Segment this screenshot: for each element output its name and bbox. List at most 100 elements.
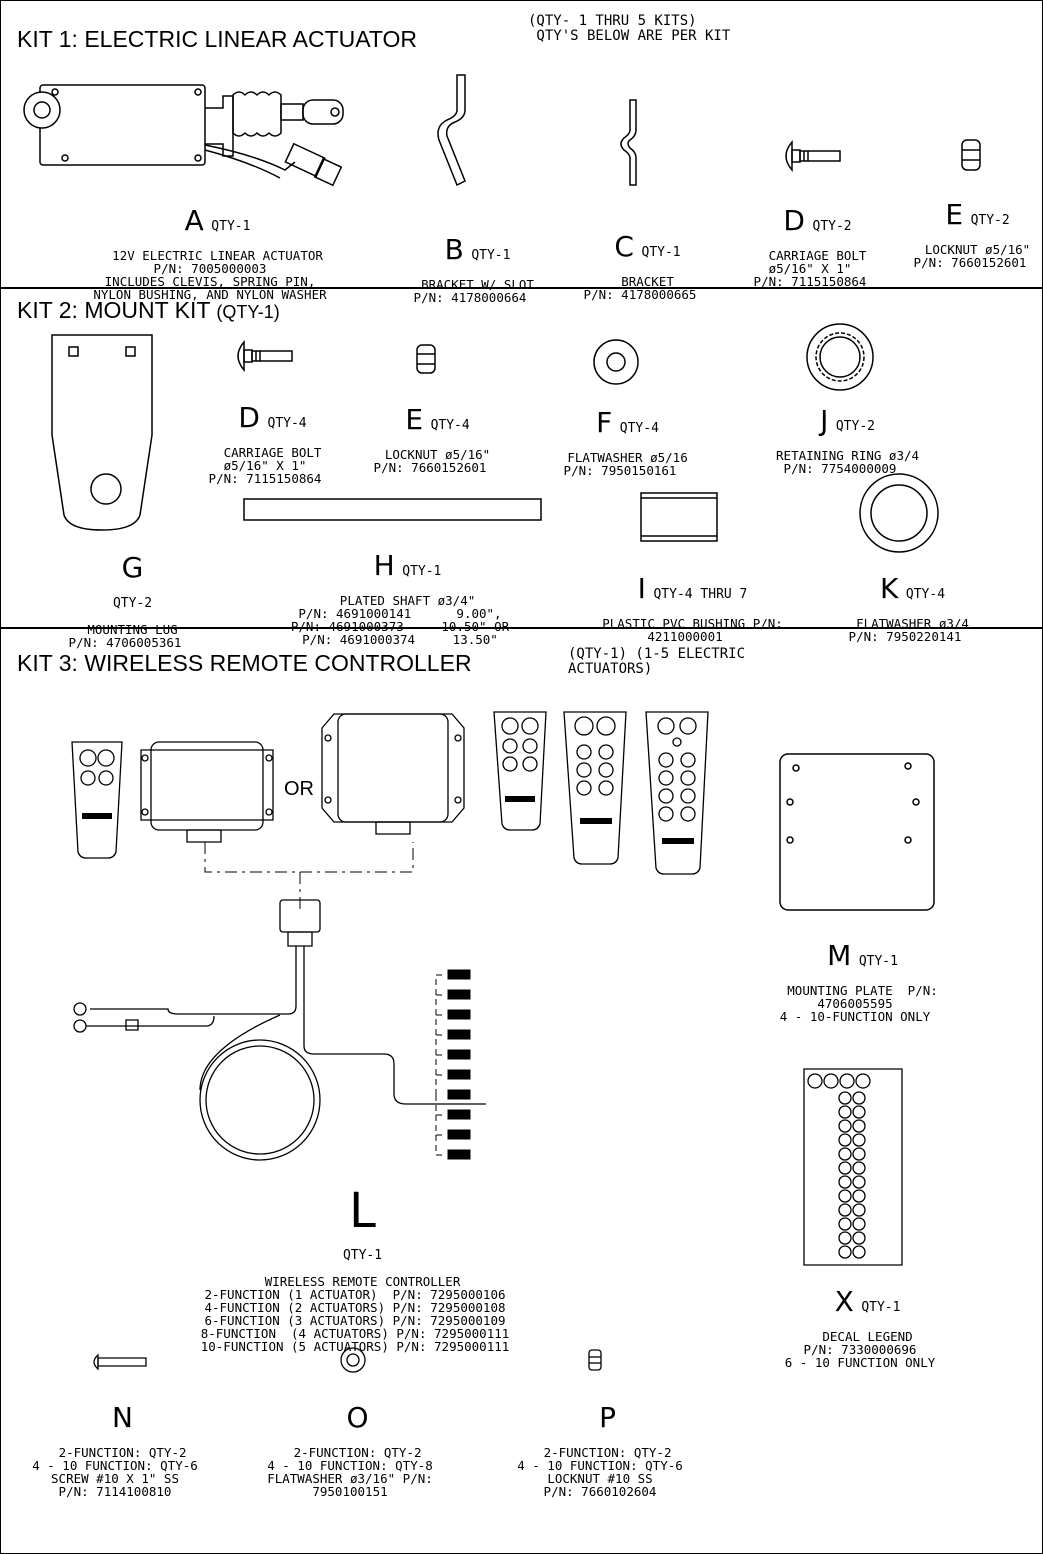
part-desc: LOCKNUT ø5/16" P/N: 7660152601 (373, 447, 491, 475)
part-H-label: H QTY-1 PLATED SHAFT ø3/4" P/N: 46910001… (250, 538, 550, 647)
part-O-label: O 2-FUNCTION: QTY-2 4 - 10 FUNCTION: QTY… (245, 1390, 455, 1499)
part-desc: WIRELESS REMOTE CONTROLLER 2-FUNCTION (1… (200, 1274, 510, 1354)
part-X-label: X QTY-1 DECAL LEGEND P/N: 7330000696 6 -… (745, 1274, 975, 1370)
part-qty: QTY-4 (267, 416, 307, 431)
mounting-plate-drawing (778, 752, 938, 914)
part-desc: CARRIAGE BOLT ø5/16" X 1" P/N: 711515086… (208, 445, 322, 486)
actuator-drawing (20, 70, 360, 195)
part-qty: QTY-1 (471, 248, 511, 263)
pvc-bushing-drawing (640, 492, 720, 544)
part-D-kit2-label: D QTY-4 CARRIAGE BOLT ø5/16" X 1" P/N: 7… (185, 390, 345, 486)
part-G-label: G QTY-2 MOUNTING LUG P/N: 4706005361 (40, 540, 210, 650)
part-qty: QTY-1 (342, 1248, 383, 1263)
small-flatwasher-drawing (339, 1346, 369, 1376)
part-letter: L (349, 1183, 376, 1239)
carriage-bolt-drawing (780, 140, 850, 172)
part-qty: QTY-2 (112, 596, 153, 611)
part-qty: QTY-4 (430, 418, 470, 433)
kit2-title-text: KIT 2: MOUNT KIT (17, 297, 210, 323)
part-qty: QTY-1 (861, 1300, 901, 1315)
part-qty: QTY-1 (211, 219, 251, 234)
bracket-with-slot-drawing (440, 75, 480, 195)
part-desc: 2-FUNCTION: QTY-2 4 - 10 FUNCTION: QTY-6… (517, 1445, 683, 1499)
remote-4-function-drawing (490, 708, 552, 832)
kit1-note: (QTY- 1 THRU 5 KITS) QTY'S BELOW ARE PER… (528, 13, 731, 44)
bracket-drawing (620, 100, 650, 185)
part-qty: QTY-4 (905, 587, 946, 602)
receiver-large-drawing (318, 708, 468, 843)
small-locknut-drawing (588, 1349, 602, 1371)
remote-2-function-drawing (68, 738, 128, 860)
kit2-divider (0, 627, 1043, 629)
receiver-small-drawing (137, 738, 277, 843)
part-C-label: C QTY-1 BRACKET P/N: 4178000665 (560, 219, 720, 302)
part-I-label: I QTY-4 THRU 7 PLASTIC PVC BUSHING P/N: … (575, 561, 795, 644)
part-letter: F (596, 406, 613, 439)
part-qty: QTY-4 THRU 7 (653, 587, 748, 602)
part-desc: 2-FUNCTION: QTY-2 4 - 10 FUNCTION: QTY-6… (32, 1445, 198, 1499)
part-desc: LOCKNUT ø5/16" P/N: 7660152601 (913, 242, 1031, 270)
part-E-kit2-label: E QTY-4 LOCKNUT ø5/16" P/N: 7660152601 (350, 392, 510, 475)
locknut-drawing (415, 343, 437, 375)
part-letter: A (184, 204, 204, 237)
part-letter: N (112, 1401, 133, 1434)
kit3-title: KIT 3: WIRELESS REMOTE CONTROLLER (17, 650, 472, 676)
part-desc: CARRIAGE BOLT ø5/16" X 1" P/N: 711515086… (753, 248, 867, 289)
mounting-lug-drawing (50, 333, 160, 533)
part-desc: PLATED SHAFT ø3/4" P/N: 4691000141 9.00"… (290, 593, 510, 647)
part-letter: J (820, 404, 829, 437)
part-letter: E (945, 198, 964, 231)
part-L-label: L QTY-1 WIRELESS REMOTE CONTROLLER 2-FUN… (140, 1174, 570, 1353)
part-qty: QTY-1 (858, 954, 898, 969)
part-letter: K (880, 572, 899, 605)
part-letter: X (834, 1285, 854, 1318)
part-qty: QTY-2 (812, 219, 852, 234)
part-letter: O (346, 1401, 369, 1434)
part-N-label: N 2-FUNCTION: QTY-2 4 - 10 FUNCTION: QTY… (15, 1390, 215, 1499)
part-qty: QTY-4 (619, 421, 659, 436)
part-desc: FLATWASHER ø5/16 P/N: 7950150161 (563, 450, 688, 478)
kit3-note: (QTY-1) (1-5 ELECTRIC ACTUATORS) (568, 646, 746, 677)
part-desc: DECAL LEGEND P/N: 7330000696 6 - 10 FUNC… (784, 1329, 936, 1370)
part-D-label: D QTY-2 CARRIAGE BOLT ø5/16" X 1" P/N: 7… (735, 193, 885, 289)
or-label: OR (284, 778, 314, 800)
part-desc: FLATWASHER ø3/4 P/N: 7950220141 (848, 616, 969, 644)
kit1-title: KIT 1: ELECTRIC LINEAR ACTUATOR (17, 26, 418, 52)
part-desc: 12V ELECTRIC LINEAR ACTUATOR P/N: 700500… (93, 248, 327, 302)
decal-legend-drawing (803, 1068, 905, 1268)
kit2-title: KIT 2: MOUNT KIT (QTY-1) (17, 297, 280, 324)
part-qty: QTY-2 (835, 419, 875, 434)
part-E-label: E QTY-2 LOCKNUT ø5/16" P/N: 7660152601 (895, 187, 1043, 270)
part-letter: D (783, 204, 805, 237)
part-qty: QTY-2 (970, 213, 1010, 228)
remote-10-function-drawing (642, 708, 714, 878)
part-letter: H (373, 549, 395, 582)
part-letter: B (444, 233, 464, 266)
connection-dashed-lines (190, 842, 430, 912)
part-desc: RETAINING RING ø3/4 P/N: 7754000009 (776, 448, 920, 476)
part-desc: BRACKET P/N: 4178000665 (583, 274, 697, 302)
part-letter: I (637, 572, 646, 605)
part-J-label: J QTY-2 RETAINING RING ø3/4 P/N: 7754000… (745, 393, 935, 476)
part-P-label: P 2-FUNCTION: QTY-2 4 - 10 FUNCTION: QTY… (495, 1390, 705, 1499)
part-K-label: K QTY-4 FLATWASHER ø3/4 P/N: 7950220141 (820, 561, 990, 644)
part-letter: M (827, 939, 852, 972)
part-A-label: A QTY-1 12V ELECTRIC LINEAR ACTUATOR P/N… (60, 193, 360, 302)
part-B-label: B QTY-1 BRACKET W/ SLOT P/N: 4178000664 (385, 222, 555, 305)
part-desc: MOUNTING PLATE P/N: 4706005595 4 - 10-FU… (779, 983, 938, 1024)
part-desc: 2-FUNCTION: QTY-2 4 - 10 FUNCTION: QTY-8… (267, 1445, 433, 1499)
screw-drawing (90, 1353, 150, 1371)
kit1-divider (0, 287, 1043, 289)
part-letter: G (121, 551, 144, 584)
part-F-label: F QTY-4 FLATWASHER ø5/16 P/N: 7950150161 (540, 395, 700, 478)
plated-shaft-drawing (243, 498, 543, 522)
flatwasher-drawing (592, 338, 640, 386)
flatwasher-large-drawing (858, 472, 940, 554)
part-letter: P (599, 1401, 616, 1434)
carriage-bolt-drawing (232, 340, 302, 372)
part-M-label: M QTY-1 MOUNTING PLATE P/N: 4706005595 4… (745, 928, 965, 1024)
kit2-title-qty: (QTY-1) (216, 302, 280, 322)
part-letter: D (238, 401, 260, 434)
part-qty: QTY-1 (641, 245, 681, 260)
retaining-ring-drawing (805, 322, 875, 392)
